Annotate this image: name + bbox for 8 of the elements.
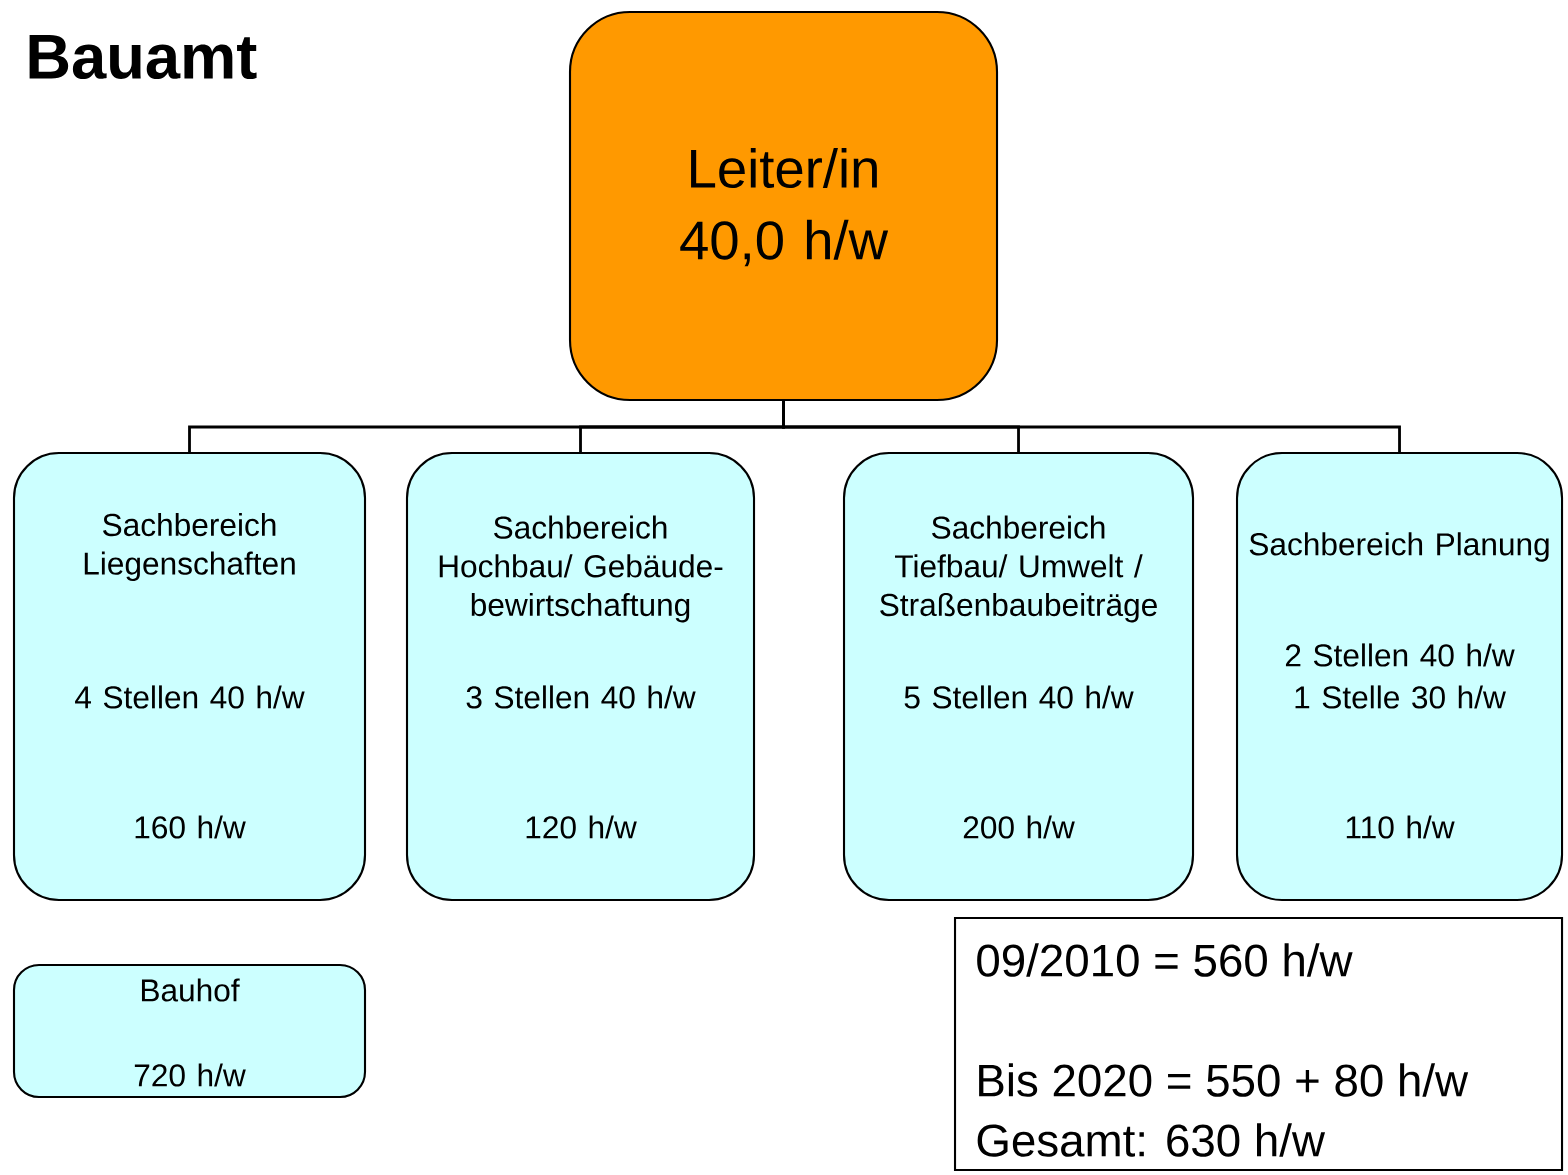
unit-box: Sachbereich Liegenschaften 4 Stellen 40 h/w 160 h/w [12, 451, 367, 902]
unit-box: Sachbereich Tiefbau/ Umwelt / Straßenbaubeiträge 5 Stellen 40 h/w 200 h/w [842, 451, 1195, 902]
summary-box: 09/2010 = 560 h/w Bis 2020 = 550 + 80 h/w Gesamt: 630 h/w [953, 916, 1564, 1172]
unit-box: Bauhof 720 h/w [12, 963, 367, 1099]
unit-box: Sachbereich Planung 2 Stellen 40 h/w 1 Stelle 30 h/w 110 h/w [1235, 451, 1564, 902]
title: Bauamt [29, 34, 257, 80]
unit-box: Sachbereich Hochbau/ Gebäude-bewirtschaftung 3 Stellen 40 h/w 120 h/w [405, 451, 756, 902]
head-box: Leiter/in 40,0 h/w [568, 10, 999, 402]
